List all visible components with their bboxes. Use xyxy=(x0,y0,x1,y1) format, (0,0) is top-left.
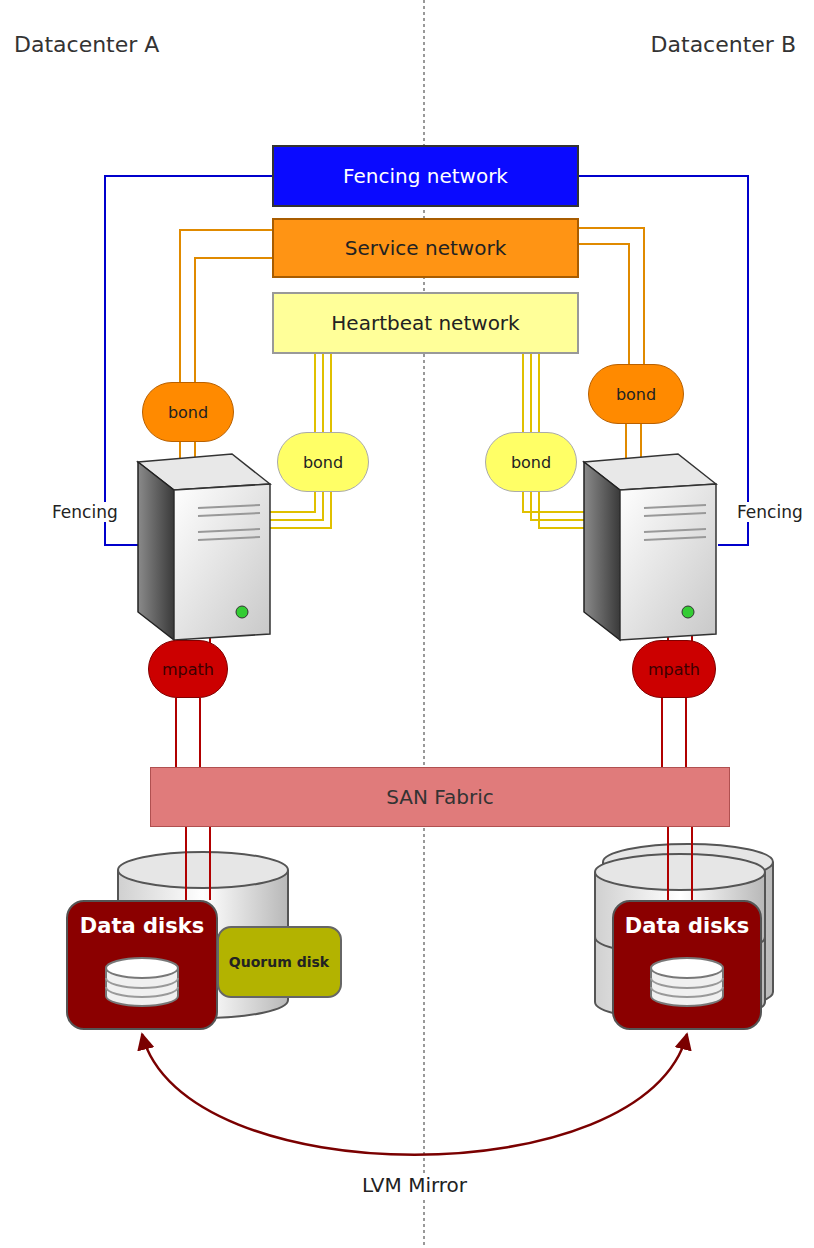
node-text: SAN Fabric xyxy=(386,785,493,809)
node-text: Quorum disk xyxy=(229,954,329,970)
wire xyxy=(685,698,687,767)
datacenter-label: Datacenter A xyxy=(12,32,161,57)
wire xyxy=(330,354,332,432)
data-disks-box: Data disks xyxy=(612,900,762,1030)
wire xyxy=(195,258,272,382)
link-wires xyxy=(523,354,539,432)
wire xyxy=(175,698,177,767)
fencing-label: Fencing xyxy=(735,502,805,522)
data-disks-box: Data disks xyxy=(66,900,218,1030)
wire xyxy=(579,228,644,364)
node-text: Fencing network xyxy=(343,164,508,188)
wire xyxy=(667,827,669,900)
wire xyxy=(538,354,540,432)
network-box: Service network xyxy=(272,218,579,278)
quorum-disk-box: Quorum disk xyxy=(217,926,342,998)
node-text: bond xyxy=(303,453,343,472)
server-illustration xyxy=(584,454,716,640)
wire xyxy=(661,698,663,767)
bond-pill: bond xyxy=(588,364,684,424)
node-text: Data disks xyxy=(625,914,749,938)
san-fabric-box: SAN Fabric xyxy=(150,767,730,827)
wire xyxy=(579,244,629,364)
wire xyxy=(530,354,532,432)
wire xyxy=(209,827,211,900)
link-wires xyxy=(668,827,692,900)
node-text: Heartbeat network xyxy=(331,311,519,335)
link-wires xyxy=(315,354,331,432)
bond-pill: bond xyxy=(277,432,369,492)
link-wires xyxy=(176,698,200,767)
node-text: Data disks xyxy=(80,914,204,938)
node-text: bond xyxy=(168,403,208,422)
node-text: mpath xyxy=(162,660,214,679)
network-box: Heartbeat network xyxy=(272,292,579,354)
disk-icon xyxy=(102,954,182,1010)
node-text: Service network xyxy=(345,236,507,260)
wire xyxy=(199,698,201,767)
wire xyxy=(142,1034,687,1155)
wire xyxy=(522,354,524,432)
mirror-arrow xyxy=(142,1034,687,1155)
node-text: bond xyxy=(616,385,656,404)
bond-pill: bond xyxy=(142,382,234,442)
fencing-label: Fencing xyxy=(50,502,120,522)
server-illustration xyxy=(138,454,270,640)
mpath-pill: mpath xyxy=(148,640,228,698)
bond-pill: bond xyxy=(485,432,577,492)
node-text: mpath xyxy=(648,660,700,679)
link-wires xyxy=(579,228,644,364)
node-text: bond xyxy=(511,453,551,472)
disk-icon xyxy=(647,954,727,1010)
link-wires xyxy=(186,827,210,900)
network-box: Fencing network xyxy=(272,145,579,207)
wire xyxy=(691,827,693,900)
wire xyxy=(185,827,187,900)
edge-label: LVM Mirror xyxy=(360,1173,469,1197)
link-wires xyxy=(180,230,272,382)
wire xyxy=(314,354,316,432)
link-wires xyxy=(662,698,686,767)
wire xyxy=(180,230,272,382)
datacenter-label: Datacenter B xyxy=(649,32,798,57)
mpath-pill: mpath xyxy=(632,640,716,698)
wire xyxy=(322,354,324,432)
